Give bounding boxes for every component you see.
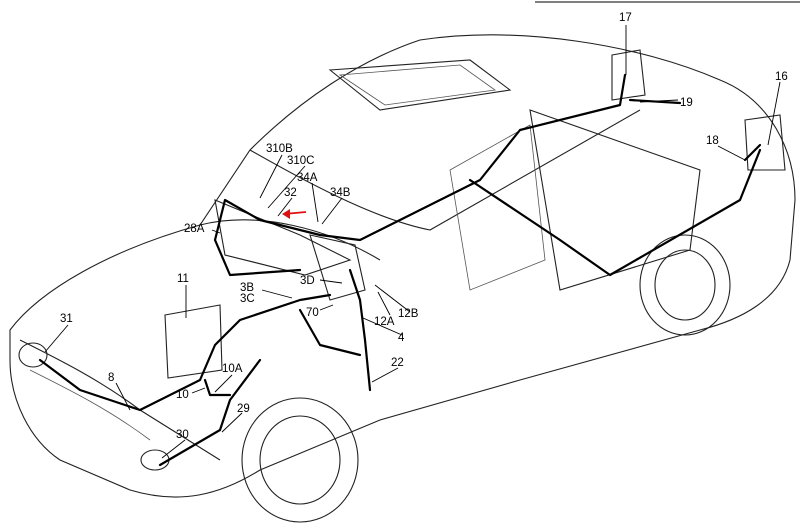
callout-8: 8 (108, 372, 114, 384)
battery (164, 304, 223, 379)
callout-19: 19 (680, 97, 693, 109)
highlight-arrow (282, 209, 307, 219)
car-body-outline (9, 34, 796, 523)
callout-70: 70 (306, 307, 319, 319)
callout-29: 29 (237, 403, 250, 415)
right-rear-lamp (744, 114, 786, 171)
callout-18: 18 (706, 135, 719, 147)
callout-310C: 310C (287, 155, 315, 167)
callout-3B: 3B (240, 282, 254, 294)
horn-left (18, 342, 48, 368)
callout-310B: 310B (266, 143, 293, 155)
callout-28A: 28A (184, 223, 205, 235)
callout-12B: 12B (398, 308, 419, 320)
callout-22: 22 (391, 357, 404, 369)
callout-12A: 12A (374, 316, 395, 328)
callout-labels: 17 16 19 18 310B 310C 34A 32 34B 28A 11 … (60, 12, 788, 441)
callout-4: 4 (398, 332, 405, 344)
fuse-box (309, 234, 366, 301)
callout-31: 31 (60, 313, 73, 325)
callout-30: 30 (176, 429, 189, 441)
horn-right (140, 449, 170, 471)
callout-34B: 34B (330, 187, 351, 199)
callout-34A: 34A (297, 172, 318, 184)
wiring-harness (38, 73, 762, 467)
callout-17: 17 (619, 12, 632, 24)
callout-3D: 3D (300, 275, 315, 287)
callout-3C: 3C (240, 293, 255, 305)
callout-32: 32 (284, 187, 297, 199)
callout-10A: 10A (222, 363, 243, 375)
leader-lines (44, 25, 781, 459)
callout-11: 11 (177, 273, 189, 285)
left-mirror-lamp (611, 49, 646, 101)
callout-16: 16 (775, 71, 788, 83)
callout-10: 10 (176, 389, 189, 401)
